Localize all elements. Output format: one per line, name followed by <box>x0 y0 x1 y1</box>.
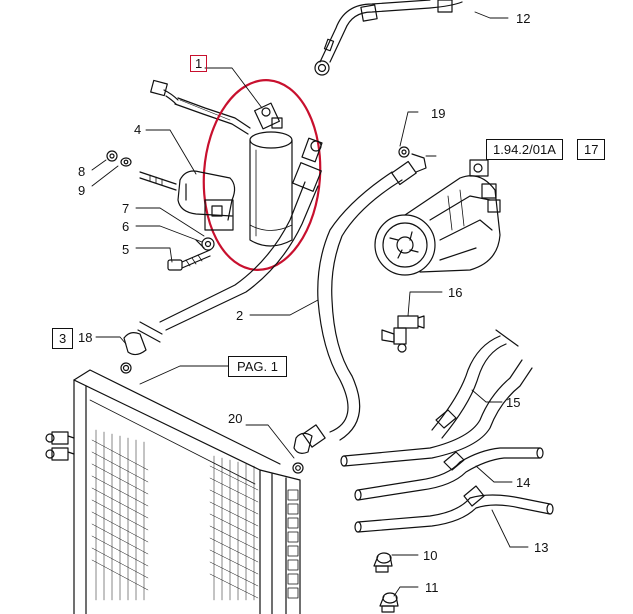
reference-code-label: 1.94.2/01A <box>486 139 563 160</box>
callout-16: 16 <box>448 285 463 300</box>
callout-19: 19 <box>431 106 446 121</box>
callout-11: 11 <box>425 580 439 595</box>
callout-2: 2 <box>236 308 244 323</box>
fasteners <box>106 150 215 271</box>
hoses-13-14-15 <box>340 329 554 533</box>
receiver-drier-icon <box>150 79 293 247</box>
fitting-16-icon <box>381 315 425 353</box>
callout-20: 20 <box>228 411 243 426</box>
callout-6: 6 <box>122 219 130 234</box>
callout-1: 1 <box>190 55 208 72</box>
callout-7: 7 <box>122 201 130 216</box>
hose-drier-to-condenser <box>120 137 323 374</box>
page-reference-label: PAG. 1 <box>228 356 287 377</box>
ac-compressor-icon <box>374 159 501 276</box>
callout-14: 14 <box>516 475 531 490</box>
hose-clamp-icons <box>373 552 399 613</box>
callout-4: 4 <box>134 122 142 137</box>
hose-2 <box>292 146 427 474</box>
callout-3: 3 <box>52 328 74 349</box>
condenser-radiator-icon <box>45 369 301 614</box>
highlight-circle <box>202 79 322 271</box>
callout-5: 5 <box>122 242 130 257</box>
callout-13: 13 <box>534 540 549 555</box>
callout-18: 18 <box>78 330 93 345</box>
bracket-clamp-icon <box>139 170 236 231</box>
leader-lines <box>91 11 529 597</box>
callout-8: 8 <box>78 164 86 179</box>
callout-9: 9 <box>78 183 86 198</box>
callout-15: 15 <box>506 395 521 410</box>
callout-12: 12 <box>516 11 531 26</box>
top-pipe <box>314 0 463 76</box>
callout-10: 10 <box>423 548 438 563</box>
callout-17: 17 <box>577 139 606 160</box>
